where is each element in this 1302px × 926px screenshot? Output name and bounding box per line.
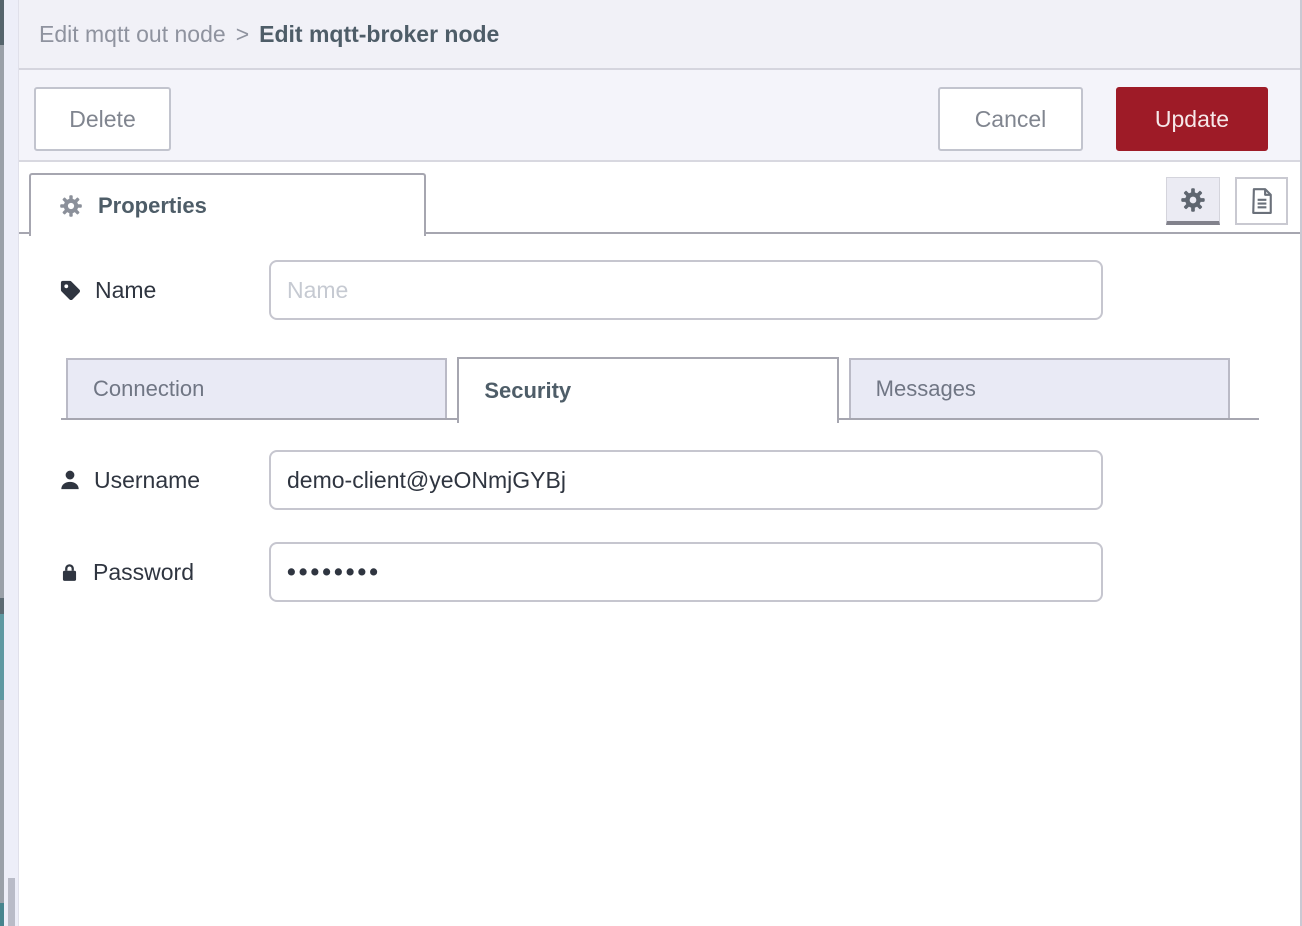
breadcrumb-parent[interactable]: Edit mqtt out node bbox=[39, 20, 226, 47]
update-button[interactable]: Update bbox=[1116, 87, 1268, 151]
tag-icon bbox=[59, 279, 82, 302]
lock-icon bbox=[59, 562, 80, 583]
username-label: Username bbox=[59, 467, 269, 494]
name-label-text: Name bbox=[95, 276, 157, 303]
gear-icon bbox=[59, 194, 83, 218]
gear-icon bbox=[1180, 187, 1206, 213]
broker-subtabs: Connection Security Messages bbox=[61, 354, 1259, 423]
username-input[interactable] bbox=[269, 450, 1103, 510]
workspace-node-fragment bbox=[0, 598, 4, 614]
subtab-security[interactable]: Security bbox=[457, 357, 839, 423]
edit-node-tray: Edit mqtt out node > Edit mqtt-broker no… bbox=[19, 0, 1302, 926]
subtab-security-label: Security bbox=[484, 378, 572, 403]
node-settings-button[interactable] bbox=[1166, 177, 1220, 225]
delete-button[interactable]: Delete bbox=[34, 87, 171, 151]
subtab-messages[interactable]: Messages bbox=[848, 358, 1230, 420]
editor-tab-bar: Properties bbox=[19, 162, 1300, 236]
workspace-edge bbox=[0, 0, 4, 926]
breadcrumb-current: Edit mqtt-broker node bbox=[259, 20, 500, 47]
subtab-connection-label: Connection bbox=[93, 376, 205, 401]
name-label: Name bbox=[59, 277, 269, 304]
password-label: Password bbox=[59, 559, 269, 586]
edit-form: Name Connection Security Messages Userna… bbox=[19, 234, 1300, 602]
user-icon bbox=[59, 469, 81, 491]
password-row: Password bbox=[59, 542, 1103, 602]
tray-header: Edit mqtt out node > Edit mqtt-broker no… bbox=[19, 0, 1300, 70]
tab-properties[interactable]: Properties bbox=[29, 173, 426, 236]
cancel-button[interactable]: Cancel bbox=[938, 87, 1083, 151]
tray-toolbar: Delete Cancel Update bbox=[19, 70, 1300, 162]
tab-properties-label: Properties bbox=[98, 192, 207, 218]
name-input[interactable] bbox=[269, 260, 1103, 320]
subtab-messages-label: Messages bbox=[875, 376, 976, 401]
password-input[interactable] bbox=[269, 542, 1103, 602]
workspace-node-fragment bbox=[0, 614, 4, 700]
workspace-node-fragment bbox=[0, 903, 4, 926]
name-row: Name bbox=[59, 260, 1103, 320]
toolbar-right-group: Cancel Update bbox=[938, 87, 1268, 151]
workspace-node-fragment bbox=[0, 0, 4, 45]
breadcrumb-separator: > bbox=[235, 20, 250, 47]
node-description-button[interactable] bbox=[1235, 177, 1288, 225]
subtab-connection[interactable]: Connection bbox=[66, 358, 448, 420]
password-label-text: Password bbox=[93, 558, 194, 585]
tray-gutter bbox=[4, 0, 19, 926]
username-row: Username bbox=[59, 450, 1103, 510]
scrollbar-thumb[interactable] bbox=[8, 878, 15, 926]
document-icon bbox=[1247, 186, 1277, 216]
username-label-text: Username bbox=[94, 466, 201, 493]
